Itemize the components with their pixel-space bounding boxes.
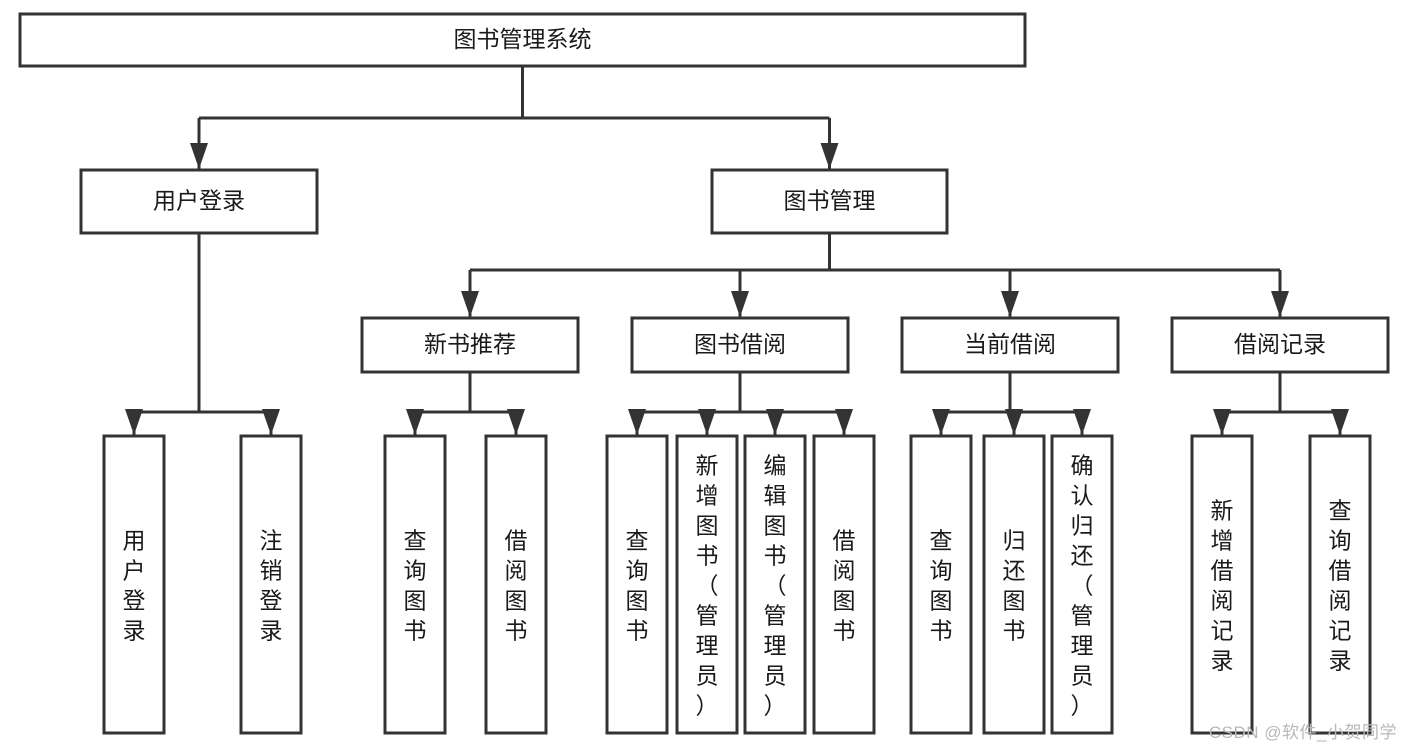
arrow-head	[1331, 409, 1349, 435]
node-leaf-user-logout[interactable]: 注销登录	[239, 434, 303, 735]
node-label: 新增图书（管理员）	[696, 453, 719, 719]
node-label: 查询图书	[404, 528, 427, 644]
node-bookmgmt[interactable]: 图书管理	[710, 168, 949, 235]
node-leaf-new-borrow[interactable]: 借阅图书	[484, 434, 548, 735]
node-borrow[interactable]: 图书借阅	[630, 316, 850, 374]
node-label: 新书推荐	[424, 331, 516, 357]
arrow-head	[628, 409, 646, 435]
node-box	[982, 434, 1046, 735]
node-box	[675, 434, 739, 735]
node-leaf-borrow-edit[interactable]: 编辑图书（管理员）	[743, 434, 807, 735]
node-box	[79, 168, 319, 235]
arrow-head	[766, 409, 784, 435]
node-label: 借阅记录	[1234, 331, 1326, 357]
node-box	[102, 434, 166, 735]
node-label: 图书管理系统	[454, 26, 592, 52]
node-label: 查询图书	[626, 528, 649, 644]
node-label: 确认归还（管理员）	[1071, 453, 1094, 719]
node-box	[710, 168, 949, 235]
node-leaf-borrow-do[interactable]: 借阅图书	[812, 434, 876, 735]
node-box	[1190, 434, 1254, 735]
node-box	[18, 12, 1027, 68]
arrow-head	[698, 409, 716, 435]
node-box	[812, 434, 876, 735]
node-label: 借阅图书	[833, 528, 856, 644]
arrow-head	[406, 409, 424, 435]
node-label: 查询借阅记录	[1329, 498, 1352, 674]
arrow-head	[1001, 291, 1019, 317]
node-newbook[interactable]: 新书推荐	[360, 316, 580, 374]
node-leaf-borrow-add[interactable]: 新增图书（管理员）	[675, 434, 739, 735]
connector-layer	[125, 66, 1349, 435]
node-box	[360, 316, 580, 374]
node-layer: 图书管理系统用户登录图书管理新书推荐图书借阅当前借阅借阅记录用户登录注销登录查询…	[18, 12, 1390, 735]
node-box	[900, 316, 1120, 374]
node-label: 借阅图书	[505, 528, 528, 644]
arrow-head	[190, 143, 208, 169]
node-label: 归还图书	[1003, 528, 1026, 644]
node-box	[1170, 316, 1390, 374]
arrow-head	[461, 291, 479, 317]
node-current[interactable]: 当前借阅	[900, 316, 1120, 374]
node-leaf-cur-query[interactable]: 查询图书	[909, 434, 973, 735]
node-leaf-rec-add[interactable]: 新增借阅记录	[1190, 434, 1254, 735]
node-box	[630, 316, 850, 374]
node-records[interactable]: 借阅记录	[1170, 316, 1390, 374]
arrow-head	[125, 409, 143, 435]
node-box	[239, 434, 303, 735]
csdn-watermark: CSDN @软件_小贺同学	[1208, 723, 1397, 742]
node-leaf-cur-return[interactable]: 归还图书	[982, 434, 1046, 735]
node-leaf-cur-confirm[interactable]: 确认归还（管理员）	[1050, 434, 1114, 735]
arrow-head	[262, 409, 280, 435]
node-leaf-borrow-query[interactable]: 查询图书	[605, 434, 669, 735]
node-box	[1308, 434, 1372, 735]
node-leaf-user-login[interactable]: 用户登录	[102, 434, 166, 735]
node-label: 编辑图书（管理员）	[764, 453, 787, 719]
node-label: 用户登录	[123, 528, 146, 644]
arrow-head	[1073, 409, 1091, 435]
arrow-head	[1213, 409, 1231, 435]
arrow-head	[731, 291, 749, 317]
arrow-head	[1005, 409, 1023, 435]
node-label: 当前借阅	[964, 331, 1056, 357]
arrow-head	[820, 143, 839, 169]
node-leaf-rec-query[interactable]: 查询借阅记录	[1308, 434, 1372, 735]
node-box	[605, 434, 669, 735]
arrow-head	[932, 409, 950, 435]
node-box	[743, 434, 807, 735]
node-label: 查询图书	[930, 528, 953, 644]
node-leaf-new-query[interactable]: 查询图书	[383, 434, 447, 735]
node-label: 图书管理	[784, 188, 876, 214]
arrow-head	[507, 409, 525, 435]
node-label: 注销登录	[260, 528, 283, 644]
node-box	[1050, 434, 1114, 735]
node-root[interactable]: 图书管理系统	[18, 12, 1027, 68]
arrow-head	[835, 409, 853, 435]
node-login[interactable]: 用户登录	[79, 168, 319, 235]
node-box	[383, 434, 447, 735]
node-box	[484, 434, 548, 735]
node-label: 新增借阅记录	[1211, 498, 1234, 674]
node-label: 图书借阅	[694, 331, 786, 357]
node-box	[909, 434, 973, 735]
arrow-head	[1271, 291, 1289, 317]
node-label: 用户登录	[153, 188, 245, 214]
